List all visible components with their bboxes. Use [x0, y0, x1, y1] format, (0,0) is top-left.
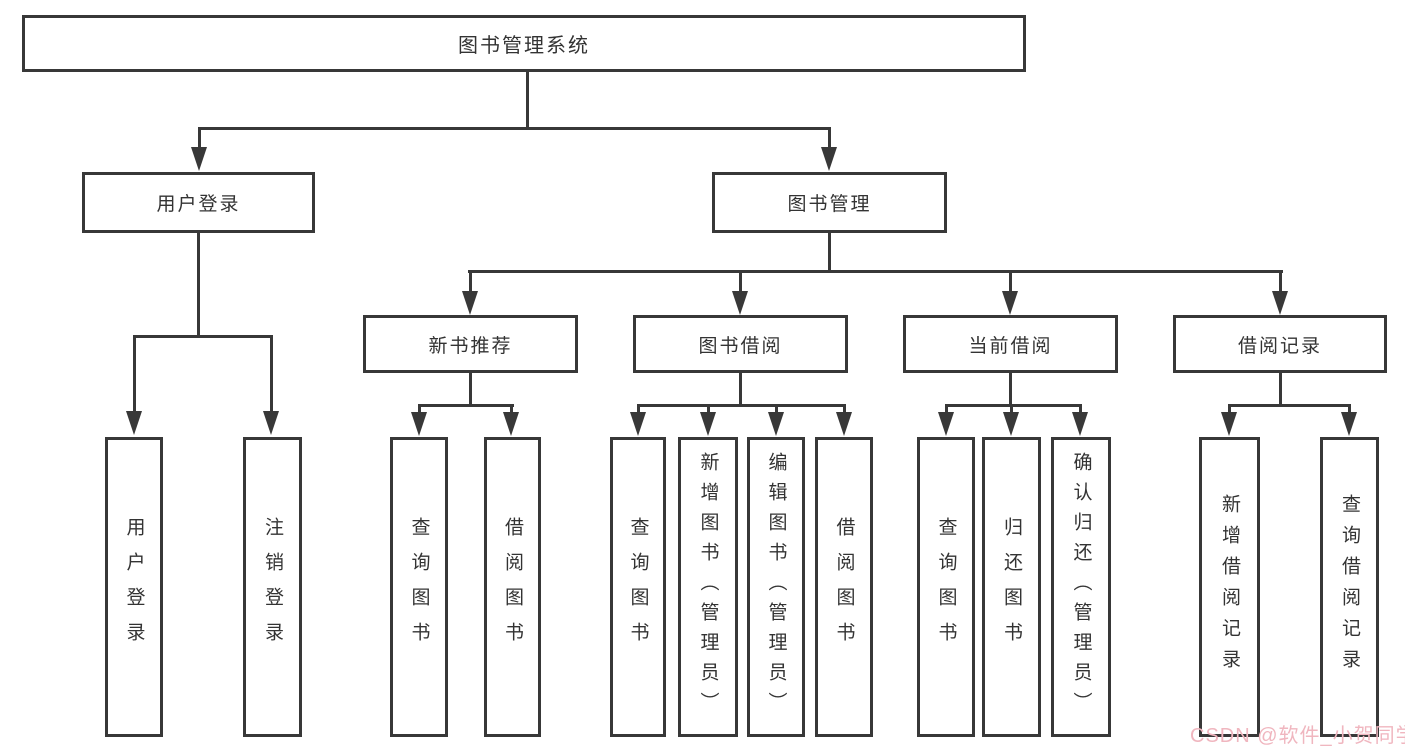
- connector-line: [843, 404, 846, 414]
- connector-line: [945, 404, 1082, 407]
- connector-line: [739, 270, 742, 292]
- connector-line: [198, 127, 201, 151]
- node-book-borrow: 图书借阅: [633, 315, 848, 373]
- arrow-down-icon: [263, 411, 279, 435]
- arrow-down-icon: [1002, 291, 1018, 315]
- connector-line: [133, 335, 273, 338]
- connector-line: [1010, 404, 1013, 414]
- arrow-down-icon: [1003, 412, 1019, 436]
- leaf-logout: 注销登录: [243, 437, 302, 737]
- connector-line: [1009, 373, 1012, 406]
- connector-line: [526, 71, 529, 129]
- leaf-add-book-admin: 新增图书（管理员）: [678, 437, 738, 737]
- connector-line: [199, 127, 831, 130]
- node-borrow-records: 借阅记录: [1173, 315, 1387, 373]
- arrow-down-icon: [700, 412, 716, 436]
- arrow-down-icon: [1272, 291, 1288, 315]
- arrow-down-icon: [1072, 412, 1088, 436]
- leaf-confirm-return-admin: 确认归还（管理员）: [1051, 437, 1111, 737]
- leaf-query-books-current: 查询图书: [917, 437, 975, 737]
- csdn-watermark: CSDN @软件_小贺同学: [1190, 725, 1405, 747]
- connector-line: [1079, 404, 1082, 414]
- connector-line: [1009, 270, 1012, 292]
- connector-line: [133, 335, 136, 413]
- connector-line: [775, 404, 778, 414]
- arrow-down-icon: [732, 291, 748, 315]
- connector-line: [418, 404, 514, 407]
- node-user-login: 用户登录: [82, 172, 315, 233]
- leaf-edit-book-admin: 编辑图书（管理员）: [747, 437, 805, 737]
- arrow-down-icon: [503, 412, 519, 436]
- connector-line: [510, 404, 513, 414]
- connector-line: [270, 335, 273, 413]
- connector-line: [637, 404, 640, 414]
- arrow-down-icon: [836, 412, 852, 436]
- arrow-down-icon: [938, 412, 954, 436]
- connector-line: [1348, 404, 1351, 414]
- connector-line: [1228, 404, 1231, 414]
- leaf-query-borrow-record: 查询借阅记录: [1320, 437, 1379, 737]
- leaf-borrow-books-recommend: 借阅图书: [484, 437, 541, 737]
- arrow-down-icon: [1341, 412, 1357, 436]
- connector-line: [1279, 373, 1282, 406]
- connector-line: [739, 373, 742, 406]
- node-new-book-recommend: 新书推荐: [363, 315, 578, 373]
- connector-line: [828, 127, 831, 151]
- leaf-return-book: 归还图书: [982, 437, 1041, 737]
- node-book-management: 图书管理: [712, 172, 947, 233]
- node-library-management-system: 图书管理系统: [22, 15, 1026, 72]
- arrow-down-icon: [821, 147, 837, 171]
- leaf-user-login: 用户登录: [105, 437, 163, 737]
- arrow-down-icon: [191, 147, 207, 171]
- leaf-query-books-borrow: 查询图书: [610, 437, 666, 737]
- connector-line: [197, 233, 200, 337]
- connector-line: [945, 404, 948, 414]
- connector-line: [637, 404, 846, 407]
- connector-line: [469, 373, 472, 406]
- connector-line: [468, 270, 1283, 273]
- arrow-down-icon: [411, 412, 427, 436]
- arrow-down-icon: [768, 412, 784, 436]
- leaf-borrow-books: 借阅图书: [815, 437, 873, 737]
- arrow-down-icon: [126, 411, 142, 435]
- leaf-add-borrow-record: 新增借阅记录: [1199, 437, 1260, 737]
- connector-line: [1228, 404, 1351, 407]
- connector-line: [707, 404, 710, 414]
- connector-line: [828, 233, 831, 272]
- arrow-down-icon: [630, 412, 646, 436]
- leaf-query-books-recommend: 查询图书: [390, 437, 448, 737]
- node-current-borrow: 当前借阅: [903, 315, 1118, 373]
- connector-line: [1279, 270, 1282, 292]
- connector-line: [469, 270, 472, 292]
- connector-line: [418, 404, 421, 414]
- arrow-down-icon: [462, 291, 478, 315]
- arrow-down-icon: [1221, 412, 1237, 436]
